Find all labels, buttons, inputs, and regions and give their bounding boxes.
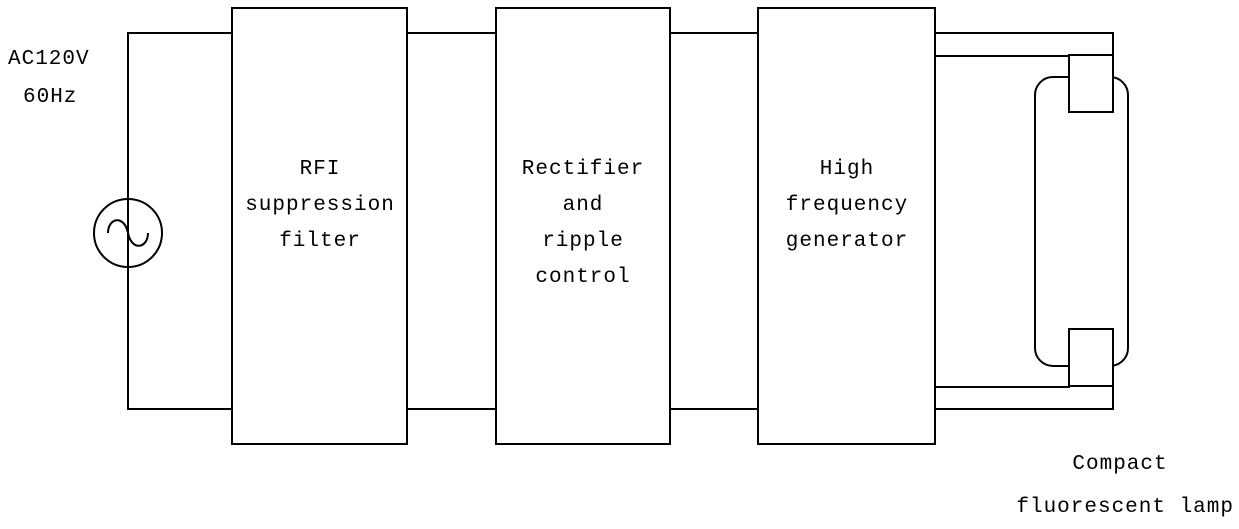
source-bottom-wire bbox=[127, 198, 232, 410]
lamp-label-line-1: Compact bbox=[1072, 453, 1167, 476]
rfi-label-line-2: suppression bbox=[245, 194, 395, 217]
lamp-top-inner-wire bbox=[935, 55, 1070, 77]
generator-block bbox=[757, 7, 936, 445]
rectifier-label-line-2: and bbox=[563, 194, 604, 217]
lamp-tube bbox=[1034, 76, 1129, 367]
lamp-top-electrode bbox=[1068, 54, 1114, 113]
rectifier-label-line-1: Rectifier bbox=[522, 158, 644, 181]
rectifier-label-line-4: control bbox=[535, 266, 630, 289]
lamp-bottom-inner-wire bbox=[935, 366, 1070, 388]
generator-label-line-2: frequency bbox=[786, 194, 908, 217]
generator-label-line-3: generator bbox=[786, 230, 908, 253]
rfi-label-line-1: RFI bbox=[300, 158, 341, 181]
source-voltage-label: AC120V bbox=[8, 48, 90, 71]
rectifier-label-line-3: ripple bbox=[542, 230, 624, 253]
rfi-filter-block bbox=[231, 7, 408, 445]
source-top-wire bbox=[127, 32, 232, 268]
rfi-label-line-3: filter bbox=[279, 230, 361, 253]
rectifier-block bbox=[495, 7, 671, 445]
source-frequency-label: 60Hz bbox=[23, 86, 77, 109]
source-circle bbox=[93, 198, 163, 268]
fluorescent-lamp-icon bbox=[1034, 54, 1129, 387]
sine-wave-icon bbox=[107, 219, 149, 247]
lamp-bottom-electrode bbox=[1068, 328, 1114, 387]
lamp-label-line-2: fluorescent lamp bbox=[1016, 496, 1234, 519]
ac-source-icon bbox=[93, 198, 163, 268]
generator-label-line-1: High bbox=[820, 158, 874, 181]
